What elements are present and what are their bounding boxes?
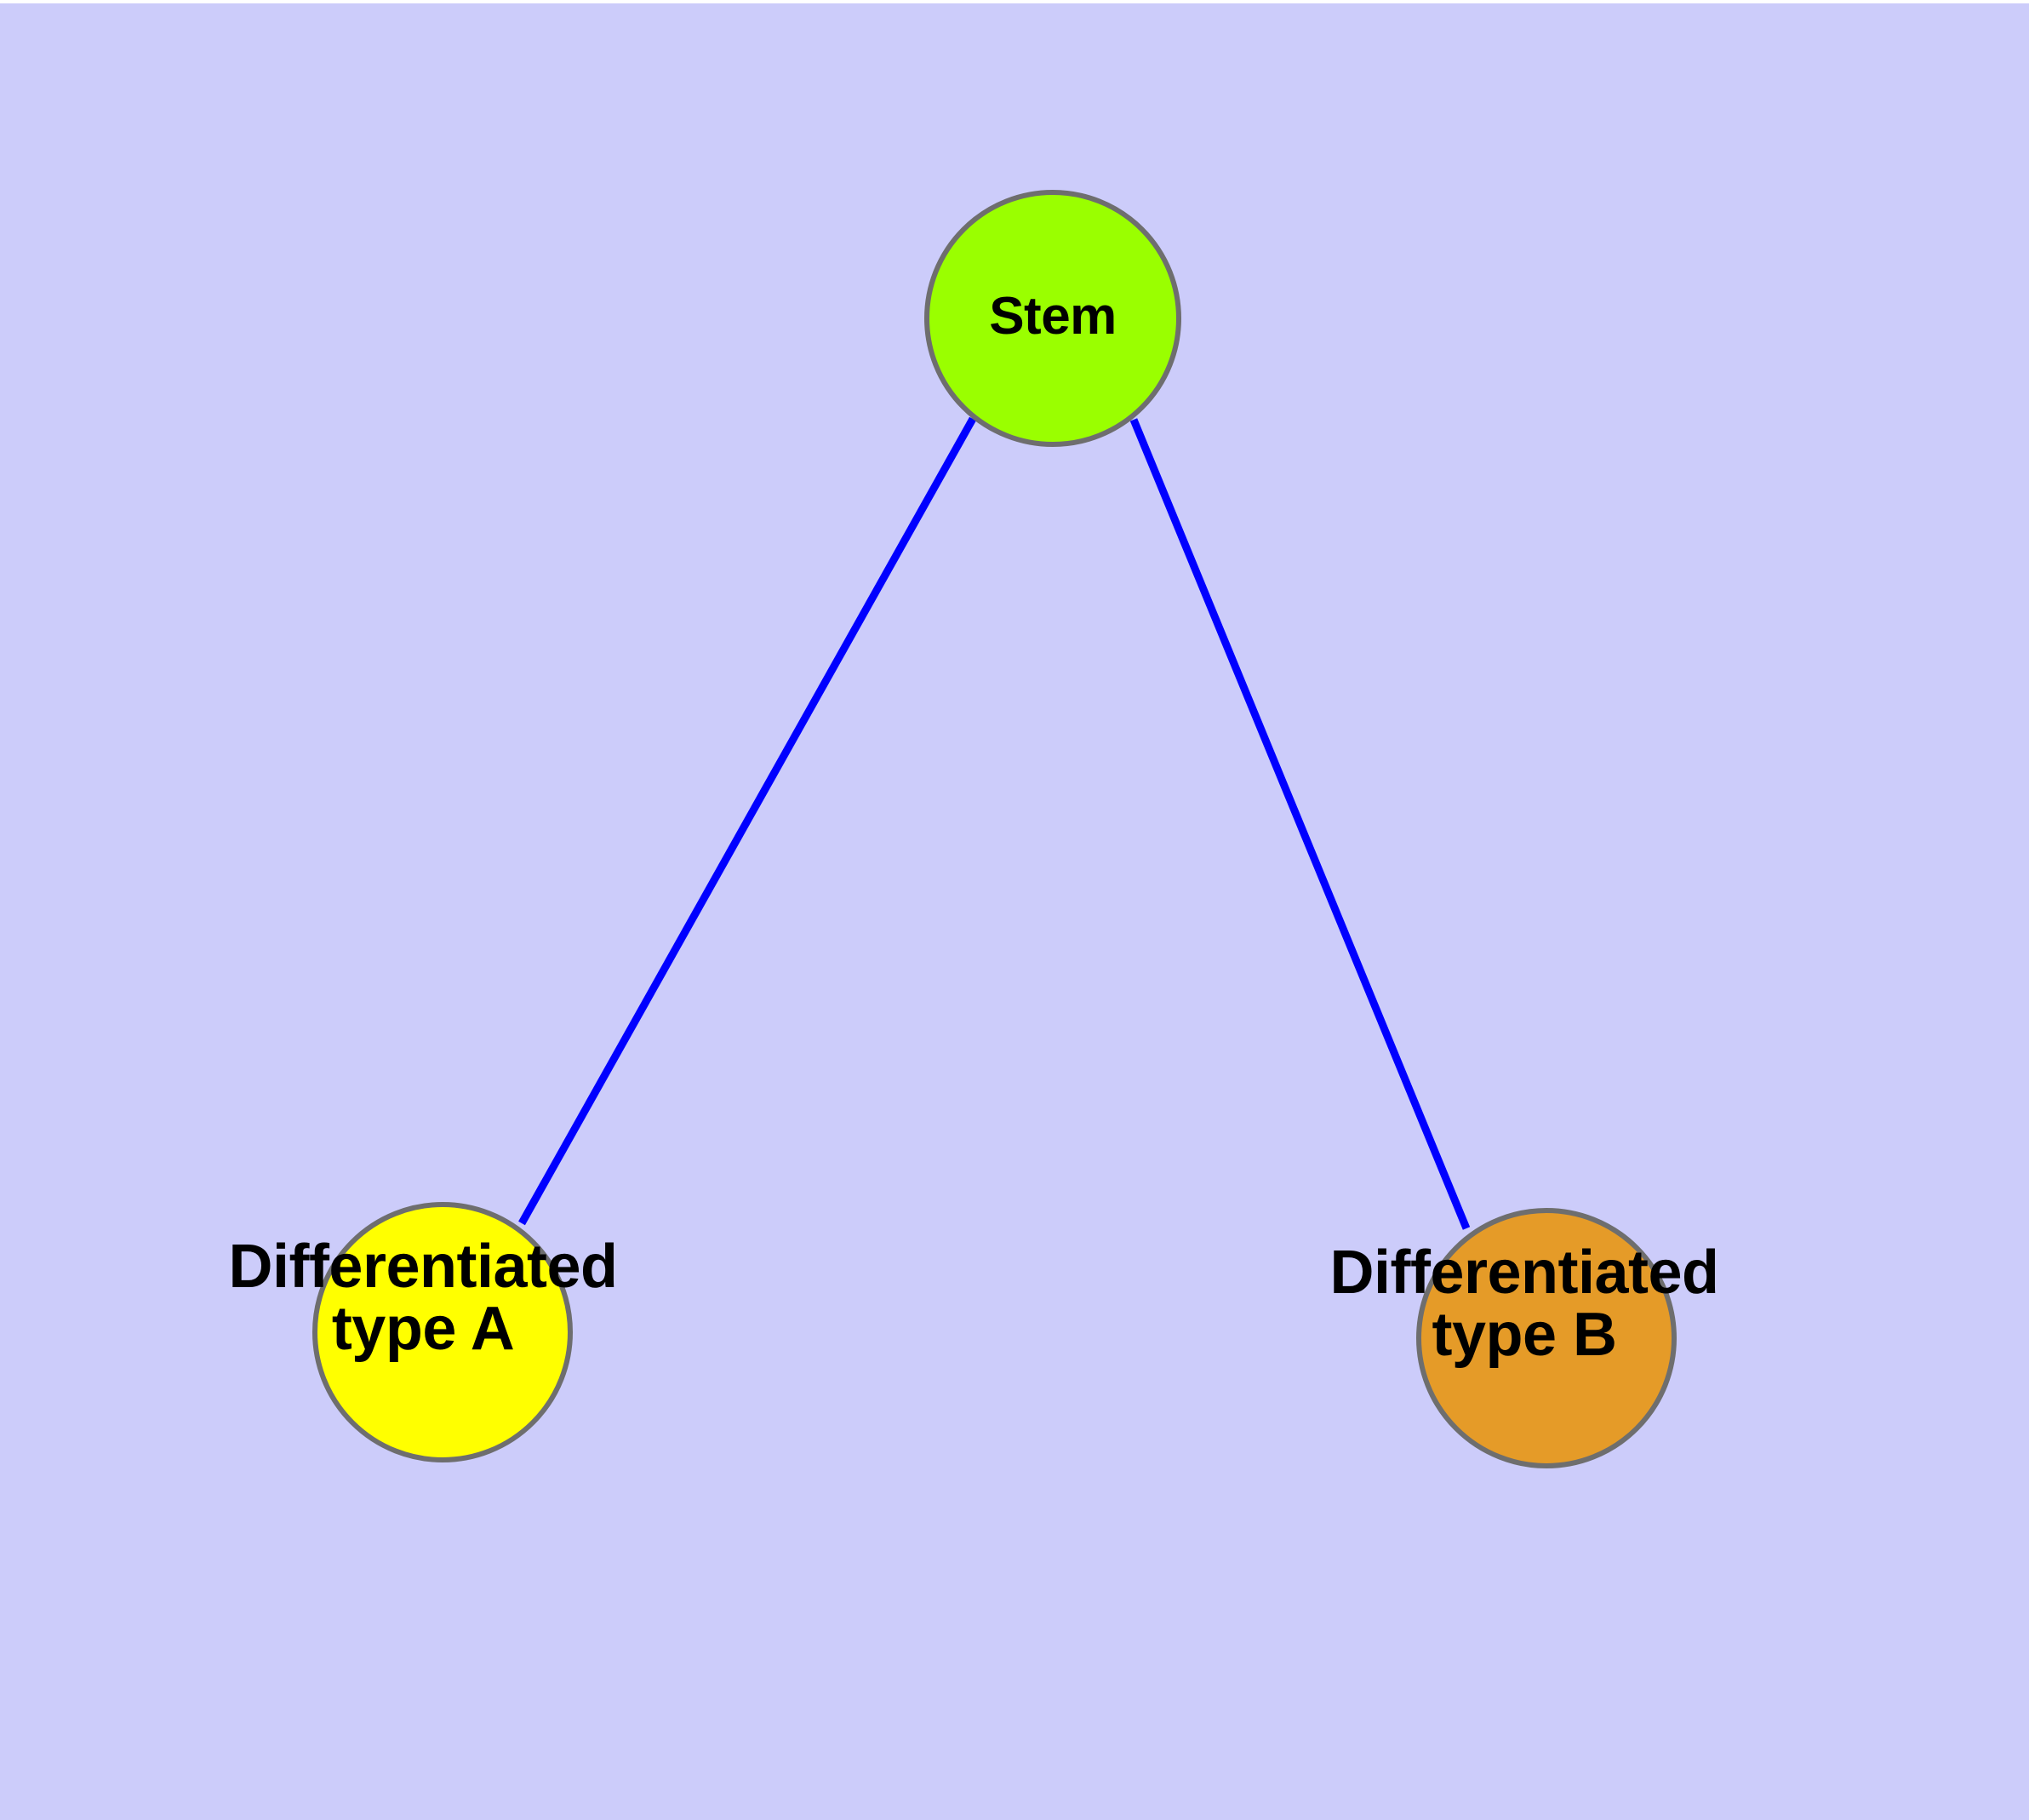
edge-stem-to-differentiated-type-b xyxy=(1129,418,1471,1230)
node-differentiated-type-b[interactable] xyxy=(1416,1208,1677,1468)
edge-stem-to-differentiated-type-a xyxy=(518,416,976,1226)
node-stem[interactable] xyxy=(924,190,1181,447)
node-layer xyxy=(312,190,1677,1468)
node-differentiated-type-a[interactable] xyxy=(312,1202,573,1462)
edge-layer xyxy=(518,416,1471,1230)
